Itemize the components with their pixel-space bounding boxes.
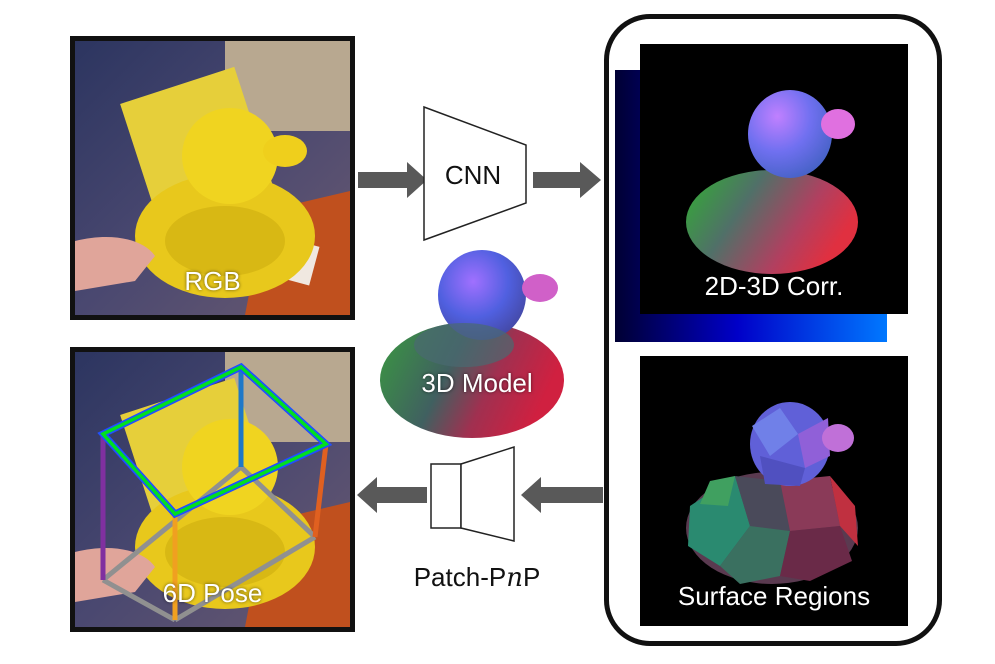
pnp-label: Patch-PnP xyxy=(413,562,541,593)
rgb-duck-image xyxy=(75,41,350,315)
pose-label: 6D Pose xyxy=(162,578,263,608)
correspondence-duck xyxy=(686,90,858,274)
duck-icon xyxy=(380,250,564,438)
correspondence-panel: 2D-3D Corr. xyxy=(640,44,908,314)
pose-image-panel: 6D Pose xyxy=(70,347,355,632)
pose-box-top xyxy=(97,362,333,519)
correspondence-label: 2D-3D Corr. xyxy=(704,271,844,301)
surface-regions-duck xyxy=(686,402,858,584)
surface-regions-panel: Surface Regions xyxy=(640,356,908,626)
rgb-image-panel: RGB xyxy=(70,36,355,320)
pose-duck-image xyxy=(75,352,350,627)
arrow-to-pose xyxy=(357,477,603,513)
rgb-label: RGB xyxy=(184,266,241,296)
pnp-speaker-icon xyxy=(430,445,515,542)
surface-regions-label: Surface Regions xyxy=(677,581,871,611)
model-label: 3D Model xyxy=(421,368,533,398)
cnn-label: CNN xyxy=(444,160,502,190)
output-container xyxy=(604,14,942,646)
model-area: 3D Model xyxy=(372,240,582,445)
arrow-rgb-to-cnn xyxy=(358,162,601,198)
cnn-trapezoid-icon xyxy=(423,105,527,242)
